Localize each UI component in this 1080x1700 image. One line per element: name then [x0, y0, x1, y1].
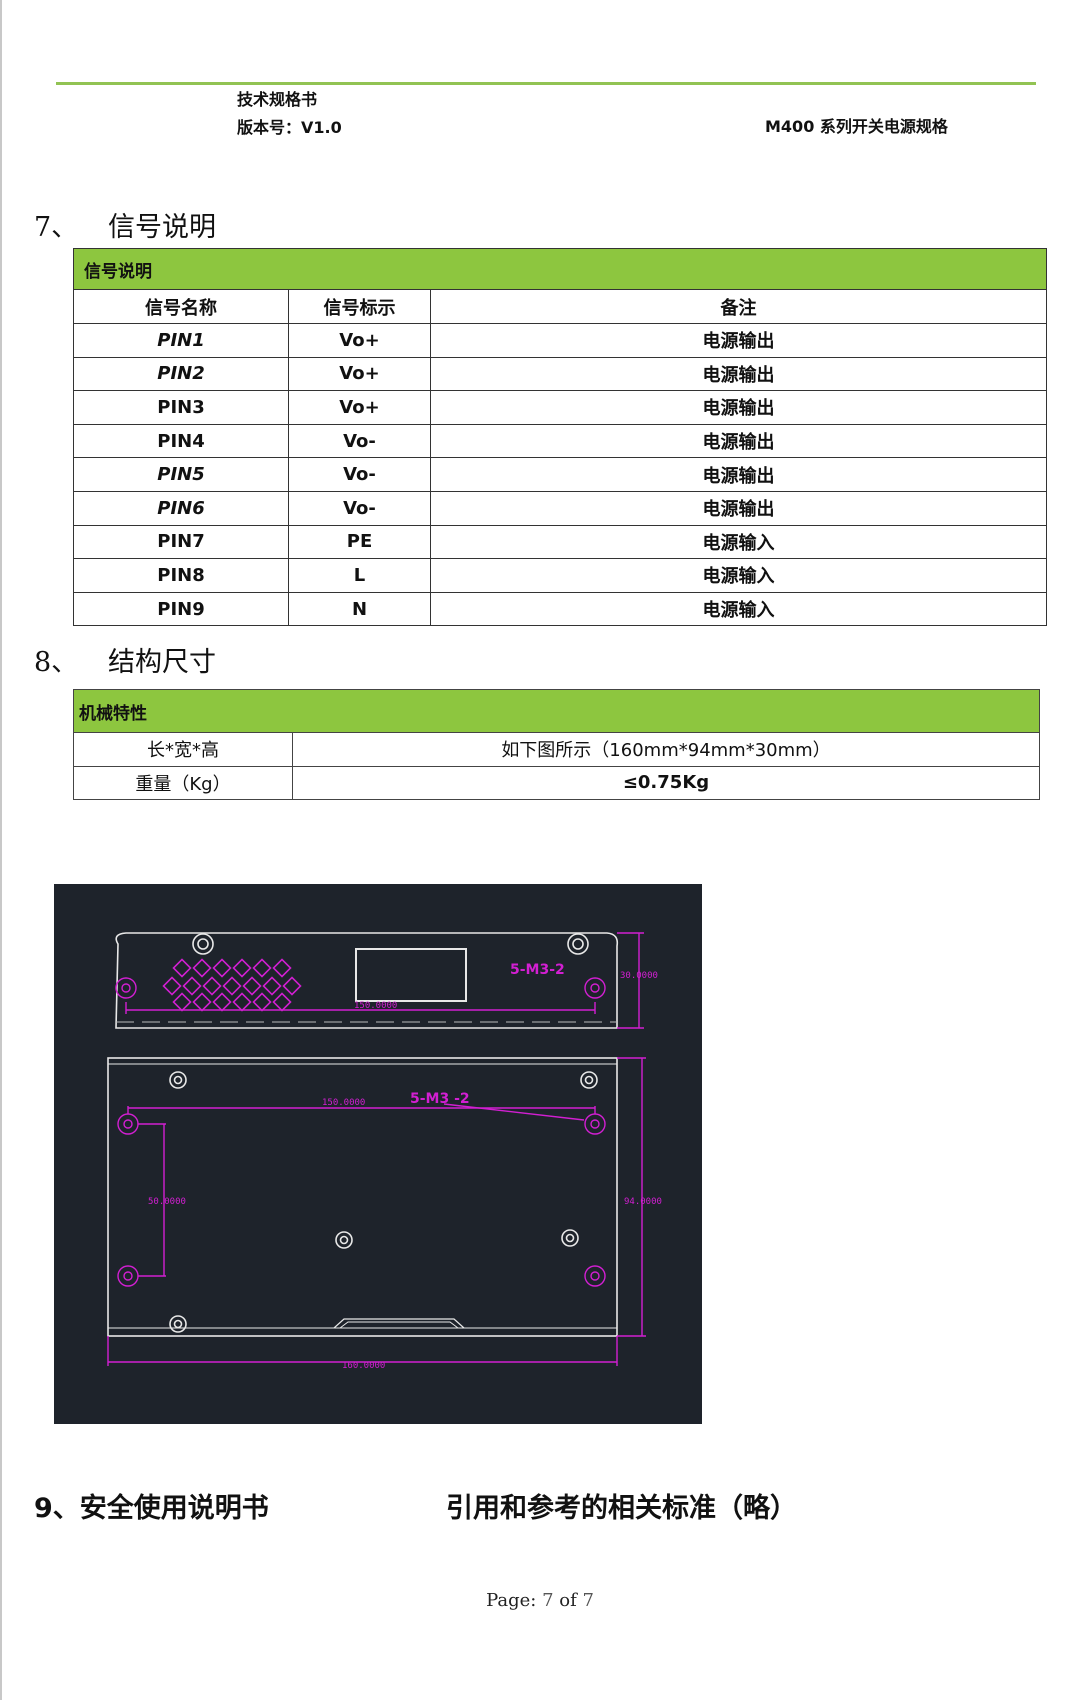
terminal-hole: [115, 977, 137, 999]
header-doc-title: M400 系列开关电源规格: [765, 117, 948, 136]
spec-label: 长*宽*高: [73, 732, 293, 767]
pin-note: 电源输出: [429, 423, 1048, 459]
mount-hole: [580, 1071, 598, 1089]
dim-height-label: 30.0000: [620, 971, 658, 981]
table-row: PIN6 Vo- 电源输出: [73, 490, 1048, 526]
table-row: PIN9 N 电源输入: [73, 591, 1048, 627]
page-left-edge: [0, 0, 2, 1700]
dim-total-width-label: 160.0000: [342, 1361, 385, 1371]
terminal-hole: [117, 1265, 139, 1287]
table-row: PIN5 Vo- 电源输出: [73, 457, 1048, 492]
table-row: PIN3 Vo+ 电源输出: [73, 390, 1048, 425]
signal-table: 信号说明 信号名称 信号标示 备注 PIN1 Vo+ 电源输出 PIN2 Vo+…: [72, 248, 1048, 627]
spec-value: 如下图所示（160mm*94mm*30mm）: [292, 732, 1040, 767]
signal-table-title: 信号说明: [72, 248, 1048, 290]
pin-note: 电源输入: [429, 591, 1048, 627]
pin-signal: Vo+: [288, 323, 431, 358]
mount-hole: [169, 1315, 187, 1333]
holes-label-top: 5-M3-2: [510, 962, 565, 978]
mechanical-table: 机械特性 长*宽*高 如下图所示（160mm*94mm*30mm） 重量（Kg）…: [73, 689, 1040, 800]
dim-inner-width-label: 150.0000: [322, 1098, 365, 1108]
mount-hole: [192, 933, 214, 955]
plan-view: [107, 1057, 618, 1337]
pin-note: 电源输出: [429, 390, 1048, 425]
table-row: PIN8 L 电源输入: [73, 558, 1048, 593]
pin-name: PIN7: [73, 524, 289, 560]
plan-view-outline: [107, 1057, 618, 1337]
page-footer: Page: 7 of 7: [0, 1590, 1080, 1611]
pin-signal: Vo-: [288, 490, 431, 526]
footer-of: of: [553, 1590, 583, 1611]
pin-name: PIN1: [73, 323, 289, 358]
header-version: 版本号：V1.0: [237, 118, 342, 137]
table-row: 长*宽*高 如下图所示（160mm*94mm*30mm）: [73, 732, 1040, 767]
mount-hole: [169, 1071, 187, 1089]
footer-prefix: Page:: [486, 1590, 543, 1611]
pin-name: PIN8: [73, 558, 289, 593]
header-line1: 技术规格书: [237, 90, 318, 109]
pin-name: PIN2: [73, 356, 289, 392]
pin-signal: L: [288, 558, 431, 593]
dim-pitch-label: 50.0000: [148, 1197, 186, 1207]
section-8-heading: 8、结构尺寸: [34, 640, 216, 679]
pin-signal: PE: [288, 524, 431, 560]
pin-name: PIN3: [73, 390, 289, 425]
pin-note: 电源输入: [429, 524, 1048, 560]
spec-value: ≤0.75Kg: [292, 765, 1040, 800]
pin-name: PIN4: [73, 423, 289, 459]
display-window: [355, 948, 467, 1002]
holes-label-bottom: 5-M3 -2: [410, 1091, 470, 1107]
table-row: 重量（Kg） ≤0.75Kg: [73, 765, 1040, 800]
section-9-heading: 9、安全使用说明书: [34, 1493, 269, 1524]
pin-signal: N: [288, 591, 431, 627]
terminal-hole: [584, 977, 606, 999]
side-view-outline: [115, 932, 619, 1029]
pin-signal: Vo-: [288, 457, 431, 492]
leader-line: [443, 1103, 585, 1121]
section-title: 结构尺寸: [108, 647, 216, 678]
connector-notch: [333, 1318, 465, 1329]
pin-signal: Vo-: [288, 423, 431, 459]
table-row: PIN7 PE 电源输入: [73, 524, 1048, 560]
column-header: 信号名称: [73, 289, 289, 324]
mount-hole: [567, 933, 589, 955]
drawing-canvas: 150.0000 30.0000 5-M3-2: [107, 932, 662, 1371]
pin-name: PIN6: [73, 490, 289, 526]
pin-signal: Vo+: [288, 390, 431, 425]
footer-page-total: 7: [582, 1590, 594, 1611]
mount-hole: [561, 1229, 579, 1247]
pin-note: 电源输入: [429, 558, 1048, 593]
section-9-reference: 引用和参考的相关标准（略）: [446, 1493, 797, 1524]
section-number: 8、: [34, 647, 79, 678]
header-rule: [56, 82, 1036, 85]
table-row: PIN2 Vo+ 电源输出: [73, 356, 1048, 392]
terminal-hole: [117, 1113, 139, 1135]
table-row: PIN4 Vo- 电源输出: [73, 423, 1048, 459]
dim-depth-label: 94.0000: [624, 1197, 662, 1207]
spec-label: 重量（Kg）: [73, 765, 293, 800]
section-number: 7、: [34, 212, 79, 243]
column-header: 备注: [429, 289, 1048, 324]
pin-note: 电源输出: [429, 490, 1048, 526]
vent-pattern: [162, 958, 302, 1012]
side-view: [115, 932, 619, 1029]
mount-hole: [335, 1231, 353, 1249]
section-7-heading: 7、信号说明: [34, 205, 216, 244]
section-title: 信号说明: [108, 212, 216, 243]
pin-name: PIN9: [73, 591, 289, 627]
pin-note: 电源输出: [429, 356, 1048, 392]
mechanical-table-title: 机械特性: [73, 689, 1040, 733]
pin-signal: Vo+: [288, 356, 431, 392]
pin-name: PIN5: [73, 457, 289, 492]
terminal-hole: [584, 1265, 606, 1287]
table-row: PIN1 Vo+ 电源输出: [73, 323, 1048, 358]
mechanical-drawing: 150.0000 30.0000 5-M3-2: [54, 884, 702, 1424]
footer-page-number: 7: [542, 1590, 554, 1611]
column-header: 信号标示: [288, 289, 431, 324]
pin-note: 电源输出: [429, 323, 1048, 358]
dim-top-width-label: 150.0000: [354, 1001, 397, 1011]
pin-note: 电源输出: [429, 457, 1048, 492]
terminal-hole: [584, 1113, 606, 1135]
